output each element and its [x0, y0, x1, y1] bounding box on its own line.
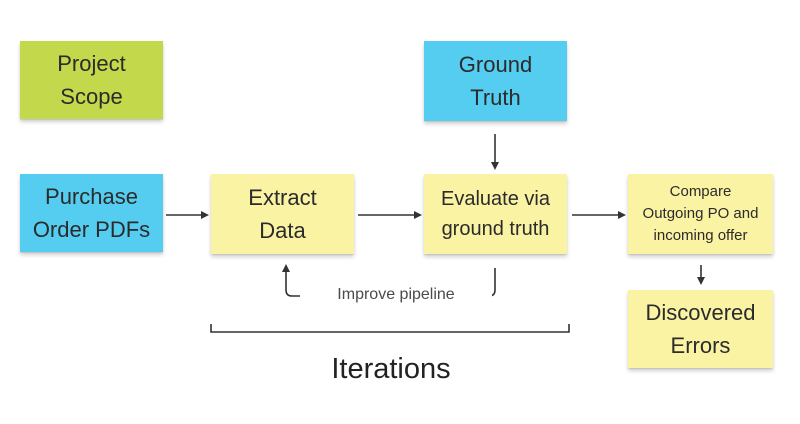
note-discovered-errors: Discovered Errors: [628, 290, 773, 368]
iterations-bracket: [210, 324, 570, 333]
note-extract-data: Extract Data: [211, 174, 354, 254]
note-purchase-order-pdfs: Purchase Order PDFs: [20, 174, 163, 252]
note-evaluate-ground-truth: Evaluate via ground truth: [424, 174, 567, 254]
note-compare-po-offer: Compare Outgoing PO and incoming offer: [628, 174, 773, 254]
note-ground-truth: Ground Truth: [424, 41, 567, 121]
iterations-label: Iterations: [331, 353, 451, 385]
improve-pipeline-label: Improve pipeline: [300, 284, 492, 306]
note-project-scope: Project Scope: [20, 41, 163, 119]
